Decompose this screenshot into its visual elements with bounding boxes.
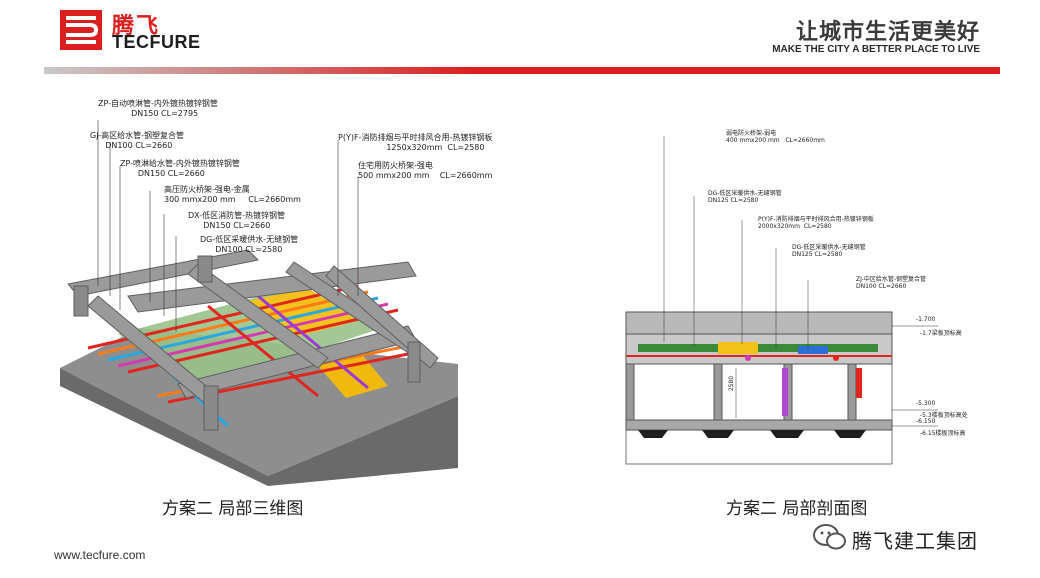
elevation-value: -6.150 [916,418,936,425]
elevation-note: -6.15楼板顶标高 [920,430,966,437]
annotation-label: ZP-自动喷淋管-内外镀热镀锌钢管 DN150 CL=2795 [98,99,218,118]
caption-3d-view: 方案二 局部三维图 [162,499,304,519]
annotation-label: DG-低区采暖供水-无缝钢管 DN100 CL=2580 [200,235,299,254]
annotation-label: ZP-喷淋给水管-内外镀热镀锌钢管 DN150 CL=2660 [120,159,240,178]
elevation-value: -5.300 [916,400,936,407]
elevation-note: -1.7梁板顶标高 [920,330,962,337]
slogan-cn: 让城市生活更美好 [795,20,980,45]
footer-url: www.tecfure.com [54,548,146,562]
caption-section-view: 方案二 局部剖面图 [726,499,868,519]
elevation-note: -5.3楼板顶标高处 [920,412,968,419]
annotation-label: P(Y)F-消防排烟与平时排风合用-热镀锌钢板 1250x320mm CL=25… [338,133,493,152]
tecfure-logo-icon [60,10,102,50]
annotation-label: GJ-高区给水管-钢塑复合管 DN100 CL=2660 [90,131,185,150]
figure-3d-view: ZP-自动喷淋管-内外镀热镀锌钢管 DN150 CL=2795 GJ-高区给水管… [58,96,492,486]
wechat-account-name: 腾飞建工集团 [852,529,978,553]
header-divider-bar [44,67,1000,74]
dimension-label: 2580 [728,375,736,392]
model-3d-drawing [60,120,458,486]
brand-name-en: TECFURE [112,32,201,52]
wechat-icon [813,524,846,550]
section-drawing [625,136,938,465]
annotation-label: DX-低区消防管-热镀锌钢管 DN150 CL=2660 [188,211,286,230]
brand-name-cn: 腾飞 [112,14,161,39]
elevation-value: -1.700 [916,316,936,323]
slogan-en: MAKE THE CITY A BETTER PLACE TO LIVE [772,44,980,55]
